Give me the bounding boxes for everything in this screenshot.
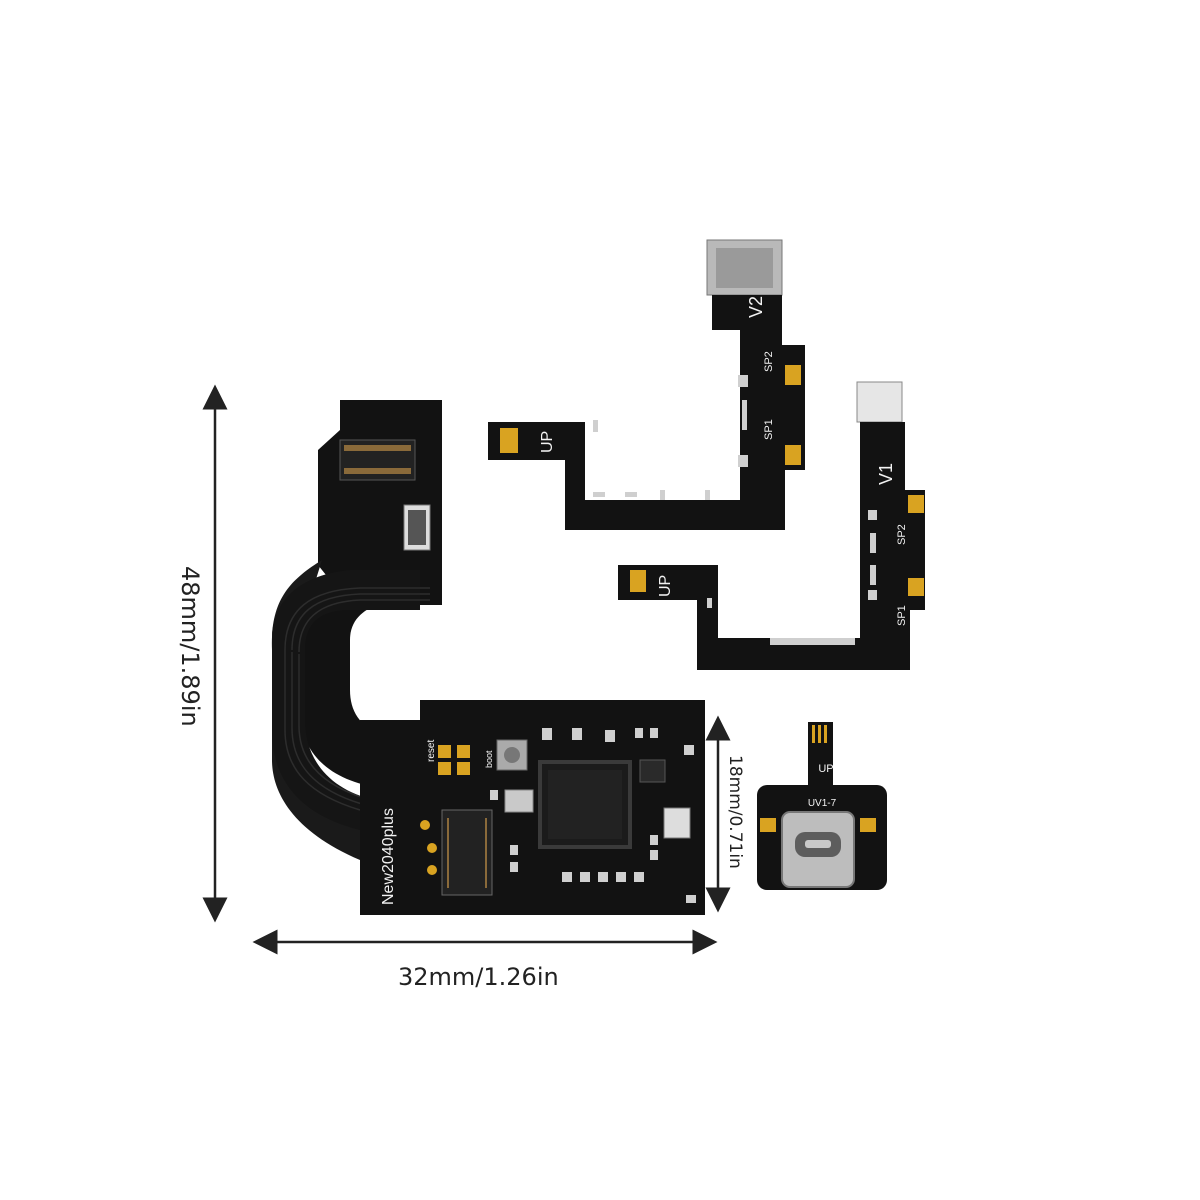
v1-up-label: UP (657, 575, 674, 597)
usb-up-label: UP (818, 763, 833, 775)
v2-sp1-label: SP1 (763, 419, 775, 440)
v2-sp2-label: SP2 (763, 351, 775, 372)
reset-label: reset (426, 740, 437, 762)
flex-board-v1: V1 UP SP2 SP1 (618, 381, 925, 670)
usb-c-board: UP UV1-7 (757, 722, 887, 890)
v2-version-label: V2 (746, 296, 766, 318)
boot-label: boot (484, 750, 494, 768)
v1-version-label: V1 (876, 463, 896, 485)
board-model-label: New2040plus (380, 808, 397, 905)
flex-board-v2: V2 UP SP2 SP1 (488, 239, 805, 530)
board-height-dimension-label: 18mm/0.71in (725, 755, 745, 869)
v1-sp1-label: SP1 (896, 605, 908, 626)
v2-up-label: UP (539, 431, 556, 453)
height-dimension-label: 48mm/1.89in (176, 566, 204, 727)
v1-sp2-label: SP2 (896, 524, 908, 545)
main-board-assembly: reset boot New2040plus (271, 400, 705, 915)
usb-model-label: UV1-7 (808, 798, 837, 809)
width-dimension-label: 32mm/1.26in (398, 963, 559, 991)
